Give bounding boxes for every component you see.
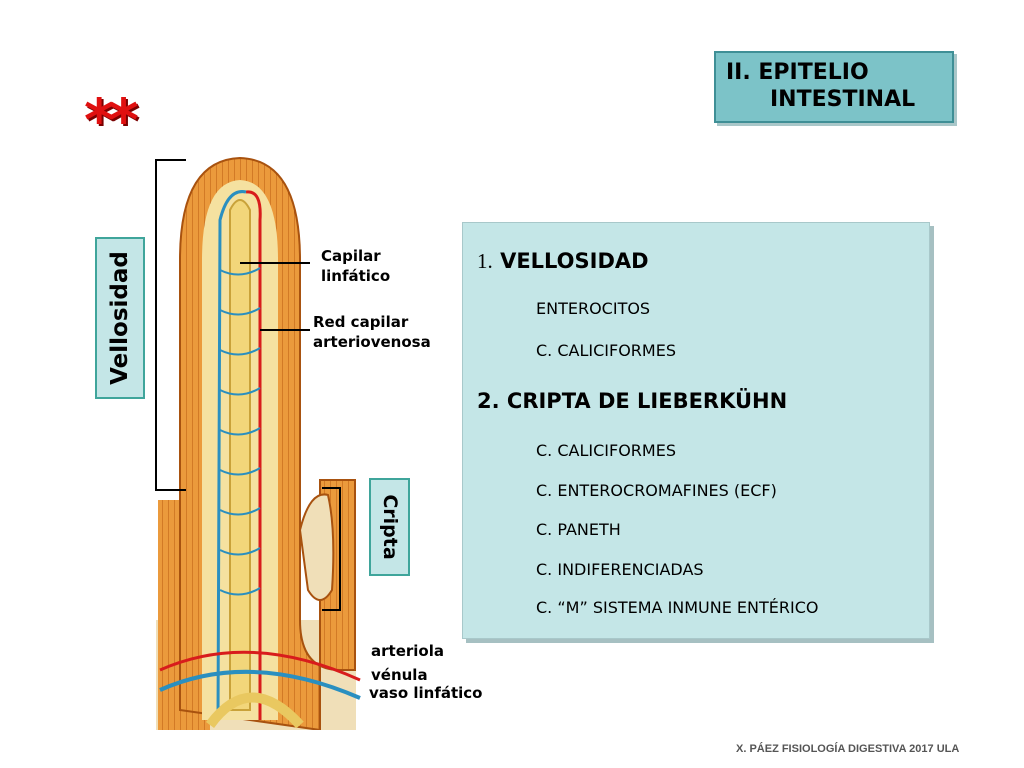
section-2-item: C. CALICIFORMES xyxy=(536,441,676,460)
section-2-item: C. PANETH xyxy=(536,520,621,539)
arteriole-vessel xyxy=(245,190,262,720)
section-2-number: 2. xyxy=(477,389,500,413)
cripta-label: Cripta xyxy=(378,494,401,560)
section-2-heading: 2. CRIPTA DE LIEBERKÜHN xyxy=(477,389,787,413)
section-2-item: C. “M” SISTEMA INMUNE ENTÉRICO xyxy=(536,598,819,617)
annotation-arteriola: arteriola xyxy=(371,642,444,660)
annotation-venula: vénula xyxy=(371,666,428,684)
base-vein xyxy=(159,669,361,700)
slide-title-line2: INTESTINAL xyxy=(770,87,916,112)
annotation-red-capilar: Red capilar arteriovenosa xyxy=(313,312,431,352)
capillary-network xyxy=(219,267,261,596)
section-2-item: C. ENTEROCROMAFINES (ECF) xyxy=(536,481,777,500)
red-stars-mark: ** xyxy=(84,86,139,154)
base-artery xyxy=(159,650,361,682)
section-1-item: ENTEROCITOS xyxy=(536,299,651,318)
vellosidad-label-box: Vellosidad xyxy=(95,237,145,399)
annotation-red-line2: arteriovenosa xyxy=(313,333,431,351)
section-1-item: C. CALICIFORMES xyxy=(536,341,676,360)
annotation-red-line1: Red capilar xyxy=(313,313,409,331)
section-1-heading: 1. VELLOSIDAD xyxy=(477,249,649,274)
base-lymph-vessel xyxy=(205,692,304,729)
slide-title-line1: II. EPITELIO xyxy=(726,60,869,85)
annotation-capilar-line2: linfático xyxy=(321,267,391,285)
epithelium-info-panel: 1. VELLOSIDAD ENTEROCITOS C. CALICIFORME… xyxy=(462,222,930,639)
section-2-title: CRIPTA DE LIEBERKÜHN xyxy=(506,389,788,413)
vellosidad-label: Vellosidad xyxy=(107,251,133,385)
section-2-item: C. INDIFERENCIADAS xyxy=(536,560,704,579)
crypt-bracket xyxy=(322,487,341,611)
central-lacteal xyxy=(229,199,251,711)
annotation-vaso-linfatico: vaso linfático xyxy=(369,684,483,702)
villus-illustration xyxy=(155,156,361,730)
crypt-pit xyxy=(298,493,335,601)
slide-title-box: II. EPITELIO INTESTINAL xyxy=(714,51,954,123)
annotation-capilar-line1: Capilar xyxy=(321,247,381,265)
annotation-capilar-linfatico: Capilar linfático xyxy=(321,246,390,286)
slide-footer: X. PÁEZ FISIOLOGÍA DIGESTIVA 2017 ULA xyxy=(736,743,960,755)
section-1-title: VELLOSIDAD xyxy=(500,249,649,273)
section-1-number: 1. xyxy=(477,249,493,273)
venule-vessel xyxy=(216,190,247,721)
villus-bracket xyxy=(155,159,186,491)
cripta-label-box: Cripta xyxy=(369,478,410,576)
